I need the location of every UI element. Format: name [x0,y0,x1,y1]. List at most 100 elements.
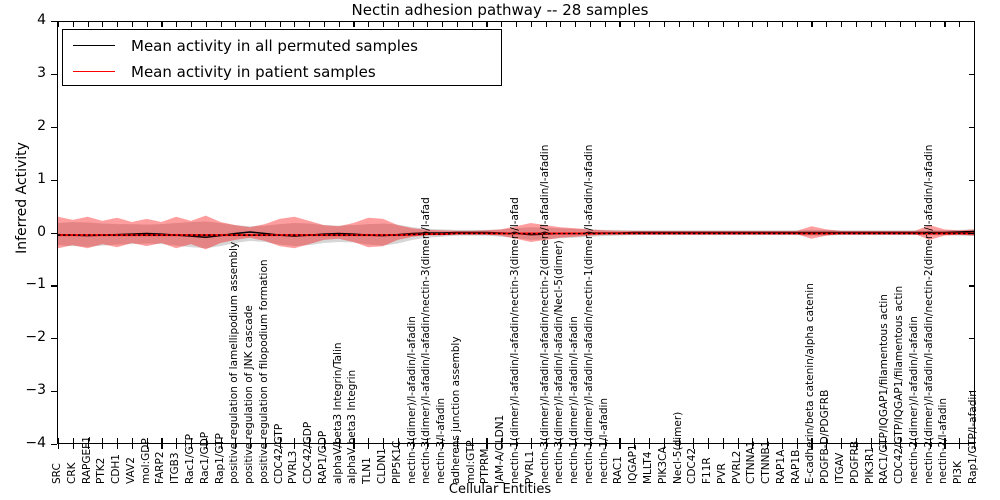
legend-label-patient: Mean activity in patient samples [131,62,376,81]
y-tick-mark-inner [969,179,974,181]
legend-label-permuted: Mean activity in all permuted samples [131,36,418,55]
x-tick-mark-frame-bottom [471,438,473,443]
x-tick-mark-frame-top [914,22,916,27]
x-tick-label: alphaV/beta3 Integrin/Talin [331,342,344,484]
x-tick-mark-frame-top [205,22,207,27]
x-tick-mark [900,444,902,449]
x-tick-mark-frame-top [663,22,665,27]
x-tick-mark-frame-bottom [456,438,458,443]
x-tick-mark [914,444,916,449]
x-tick-mark-frame-bottom [309,438,311,443]
chart-title: Nectin adhesion pathway -- 28 samples [351,1,649,19]
x-tick-mark-frame-bottom [250,438,252,443]
x-tick-mark [693,444,695,449]
x-tick-mark-frame-top [811,22,813,27]
x-tick-mark [855,444,857,449]
x-tick-mark [279,444,281,449]
x-tick-mark-frame-top [648,22,651,27]
x-tick-mark [131,444,133,449]
confidence-band [58,215,974,250]
x-tick-mark-frame-bottom [796,438,798,443]
x-tick-mark-frame-top [412,22,414,27]
x-tick-label: mol:GDP [139,438,152,484]
y-tick-mark-inner [969,73,974,76]
x-tick-mark-frame-top [471,22,473,27]
x-tick-label: Necl-5(dimer) [671,411,684,484]
y-tick-label: 1 [37,170,46,187]
x-tick-mark-frame-top [900,22,902,27]
x-tick-mark [781,444,784,449]
x-tick-mark-frame-top [72,22,74,27]
y-tick-label: 2 [37,117,46,134]
x-tick-mark-frame-bottom [737,438,739,443]
x-tick-label: Rap1/GTP/l-afadin [967,390,979,484]
x-tick-label: RAP1B [789,449,802,484]
x-tick-label: RAPGEF1 [80,436,93,484]
x-tick-mark [412,444,414,449]
y-tick-mark-inner [969,391,974,393]
x-axis-label: Cellular Entities [448,482,552,497]
x-tick-label: RAP1A [774,449,787,484]
x-tick-mark-frame-bottom [944,438,946,443]
x-tick-mark [58,444,60,449]
x-tick-mark [560,444,562,449]
x-tick-mark-frame-top [220,22,222,27]
x-tick-mark [767,444,769,449]
x-tick-mark-frame-bottom [885,438,887,443]
x-tick-mark-frame-top [338,22,340,27]
plot-area [57,21,975,444]
x-tick-mark-frame-top [456,22,458,27]
x-tick-label: CTNNA1 [745,440,758,484]
x-tick-label: nectin-3(dimer)/l-afadin/l-afadin [405,316,418,484]
x-tick-mark [117,444,119,449]
x-tick-mark-frame-bottom [545,438,547,443]
x-tick-label: nectin-1/l-afadin [597,397,610,484]
x-tick-mark-frame-top [767,22,769,27]
x-tick-label: PDGFB-D/PDGFRB [819,389,832,484]
x-tick-mark-frame-top [309,22,311,27]
x-tick-mark-frame-top [353,22,355,27]
x-tick-mark-frame-top [294,22,296,27]
x-tick-mark-frame-bottom [220,438,222,443]
x-tick-mark-frame-top [501,22,503,27]
x-tick-mark-frame-bottom [87,438,89,443]
y-tick-mark-inner [969,232,974,234]
y-tick-label: −3 [25,382,46,399]
x-tick-mark-frame-bottom [781,438,784,443]
x-tick-mark-frame-top [161,22,163,27]
x-tick-mark-frame-bottom [929,438,931,443]
x-tick-label: PIK3CA [656,446,669,484]
x-tick-mark-frame-top [368,22,370,27]
x-tick-mark-frame-top [826,22,828,27]
x-tick-mark-frame-top [58,22,60,27]
x-tick-mark [486,444,488,449]
x-tick-mark [722,444,724,449]
x-tick-mark [368,444,370,449]
x-tick-mark-frame-bottom [205,438,207,443]
x-tick-mark [841,444,843,449]
y-tick-mark-inner [969,126,974,128]
x-tick-mark-frame-bottom [693,438,695,443]
x-tick-label: PTK2 [95,457,108,484]
x-tick-mark-frame-bottom [323,438,326,443]
x-tick-mark [575,444,577,449]
x-tick-mark-frame-top [885,22,887,27]
x-tick-mark [220,444,222,449]
x-tick-mark-frame-bottom [634,438,636,443]
x-tick-mark-frame-bottom [708,438,710,443]
x-tick-mark [516,444,518,449]
x-tick-mark [737,444,739,449]
x-tick-mark-frame-bottom [501,438,503,443]
x-tick-mark [161,444,163,449]
x-tick-mark-frame-top [427,22,429,27]
x-tick-mark-frame-bottom [752,438,754,443]
x-tick-mark-frame-top [708,22,710,27]
x-tick-mark [826,444,828,449]
x-tick-label: positive regulation of JNK cascade [243,305,256,484]
x-tick-label: Rap1/GTP [213,433,226,484]
x-tick-mark [383,444,385,449]
x-tick-label: alphaV beta3 Integrin [346,369,359,484]
x-tick-mark [176,444,178,449]
x-tick-label: positive regulation of lamellipodium ass… [228,241,241,484]
x-tick-mark [501,444,503,449]
